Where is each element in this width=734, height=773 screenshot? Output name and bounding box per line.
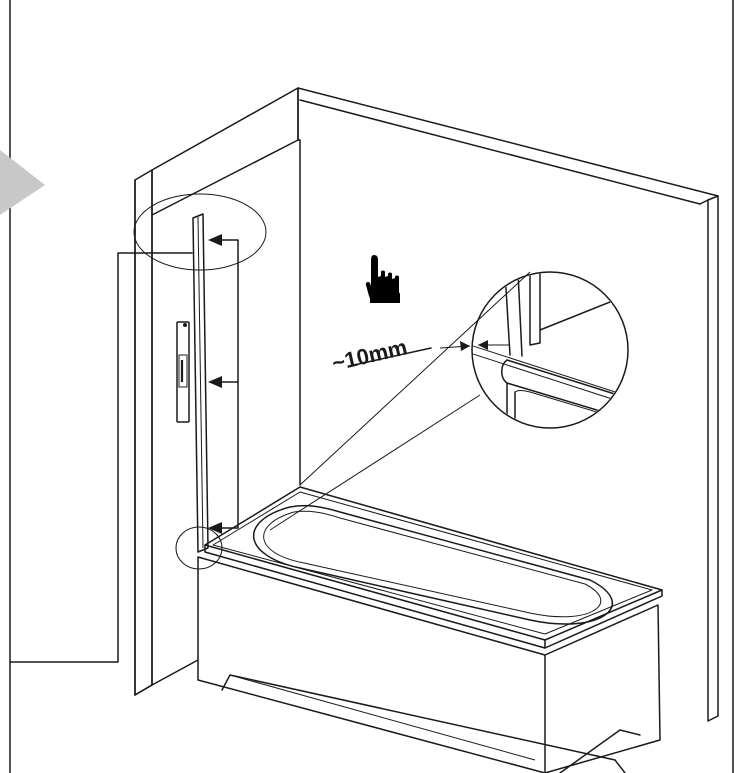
bottom-detail-circle bbox=[175, 526, 223, 570]
bathtub bbox=[197, 486, 663, 773]
step-arrow-icon bbox=[0, 150, 45, 215]
positioning-arrows bbox=[208, 234, 239, 534]
pointing-hand-icon bbox=[365, 255, 400, 303]
shower-screen bbox=[176, 213, 209, 553]
gap-detail-magnifier bbox=[269, 271, 629, 531]
callout-leader-line bbox=[9, 252, 193, 663]
top-detail-circle bbox=[133, 193, 267, 271]
bathroom-walls bbox=[134, 87, 719, 722]
gap-label-underline bbox=[353, 347, 432, 366]
